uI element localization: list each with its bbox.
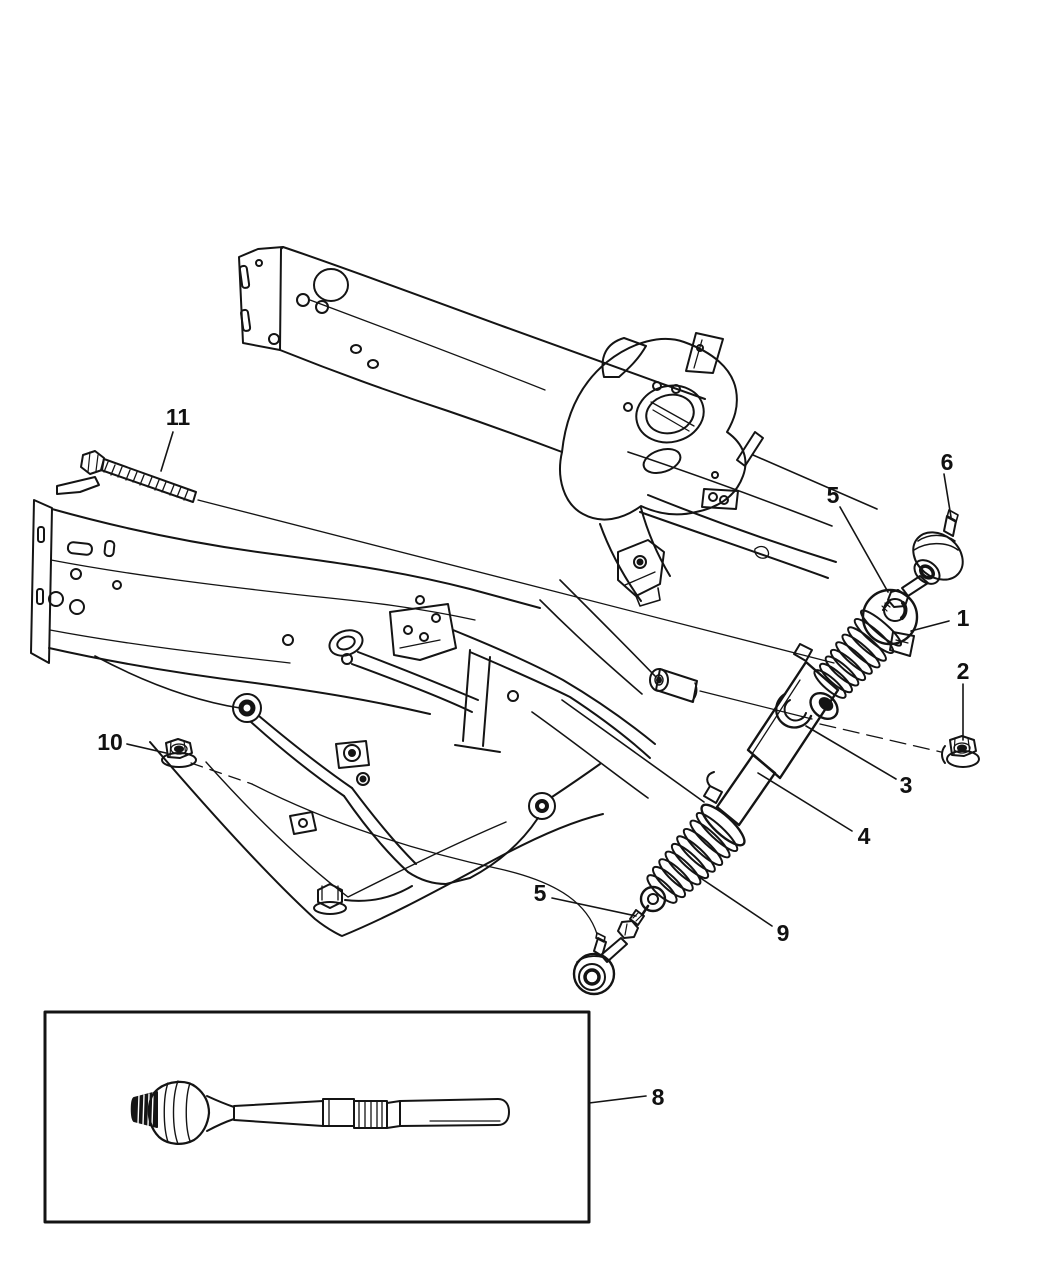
bolt-axis-line: [197, 499, 835, 664]
nut10-axis-dashes: [190, 762, 253, 785]
callout-6: 6: [941, 449, 954, 475]
bellows-upper: [813, 588, 919, 699]
leader-line-11: [160, 431, 174, 472]
leader-line-3: [805, 725, 897, 780]
bushing-axis-line: [699, 690, 813, 720]
inset-box: [43, 1010, 591, 1224]
callout-numbers: 11 6 5 1 2 3 4 10 5 9 8: [97, 404, 969, 1110]
callout-5b: 5: [534, 880, 547, 906]
callout-3: 3: [900, 772, 913, 798]
nut10-axis-curve: [251, 783, 598, 935]
callout-4: 4: [858, 823, 871, 849]
leader-line-5b: [551, 897, 637, 917]
leader-line-10: [126, 743, 167, 754]
flange-nut-left-drawing: [161, 738, 197, 768]
outer-tie-rod-end-lower: [572, 904, 650, 996]
leader-line-9: [698, 876, 773, 927]
isolator-bushing-drawing: [649, 668, 698, 703]
callout-5a: 5: [827, 482, 840, 508]
bolt-drawing: [56, 450, 197, 503]
leader-line-5a: [839, 506, 889, 593]
flange-nut-right-drawing: [941, 735, 980, 768]
callout-2: 2: [957, 658, 970, 684]
inset-border: [43, 1010, 591, 1224]
callout-11: 11: [166, 404, 191, 430]
leader-line-1: [910, 620, 950, 632]
callout-8: 8: [652, 1084, 665, 1110]
outer-tie-rod-end-upper: [881, 509, 964, 612]
bushing-axis-dashes: [819, 723, 942, 753]
gear-housing: [703, 643, 840, 827]
callout-9: 9: [777, 920, 790, 946]
callout-leader-lines: [126, 431, 964, 1104]
leader-line-4: [757, 772, 853, 832]
leader-line-6: [943, 473, 952, 518]
steering-gear-drawing: [572, 509, 964, 996]
inner-tie-rod-drawing: [130, 1080, 510, 1145]
frame-crossmember-drawing: [30, 246, 878, 937]
bellows-lower: [639, 803, 746, 913]
assembly-guide-lines: [190, 499, 942, 935]
callout-1: 1: [957, 605, 970, 631]
leader-line-8: [588, 1095, 647, 1104]
callout-10: 10: [97, 729, 123, 755]
